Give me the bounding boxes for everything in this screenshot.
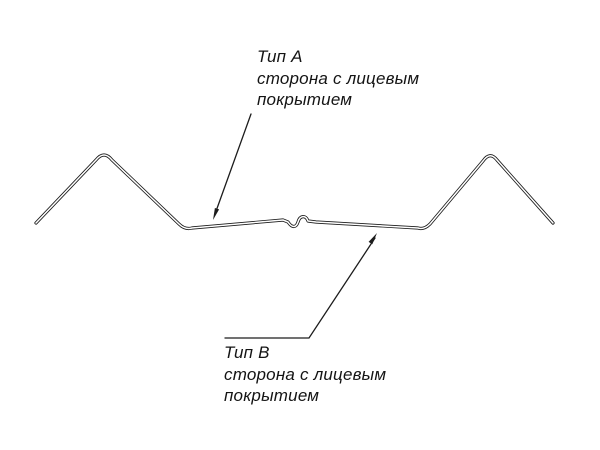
label-type-b: Тип В сторона с лицевым покрытием	[224, 342, 386, 406]
label-type-b-line1: сторона с лицевым	[224, 365, 387, 384]
leader-line-type-b	[224, 237, 376, 339]
label-type-b-title: Тип В	[224, 343, 270, 362]
profile-outline	[34, 153, 555, 231]
leader-line-type-a	[214, 113, 252, 215]
arrowhead-type-b	[368, 233, 377, 245]
label-type-a-line2: покрытием	[257, 90, 353, 109]
arrowhead-type-a	[213, 208, 220, 220]
label-type-a: Тип А сторона с лицевым покрытием	[257, 46, 419, 110]
profile-inner-line	[35, 154, 554, 230]
label-type-a-line1: сторона с лицевым	[257, 69, 420, 88]
label-type-a-title: Тип А	[257, 47, 303, 66]
label-type-b-line2: покрытием	[224, 386, 320, 405]
